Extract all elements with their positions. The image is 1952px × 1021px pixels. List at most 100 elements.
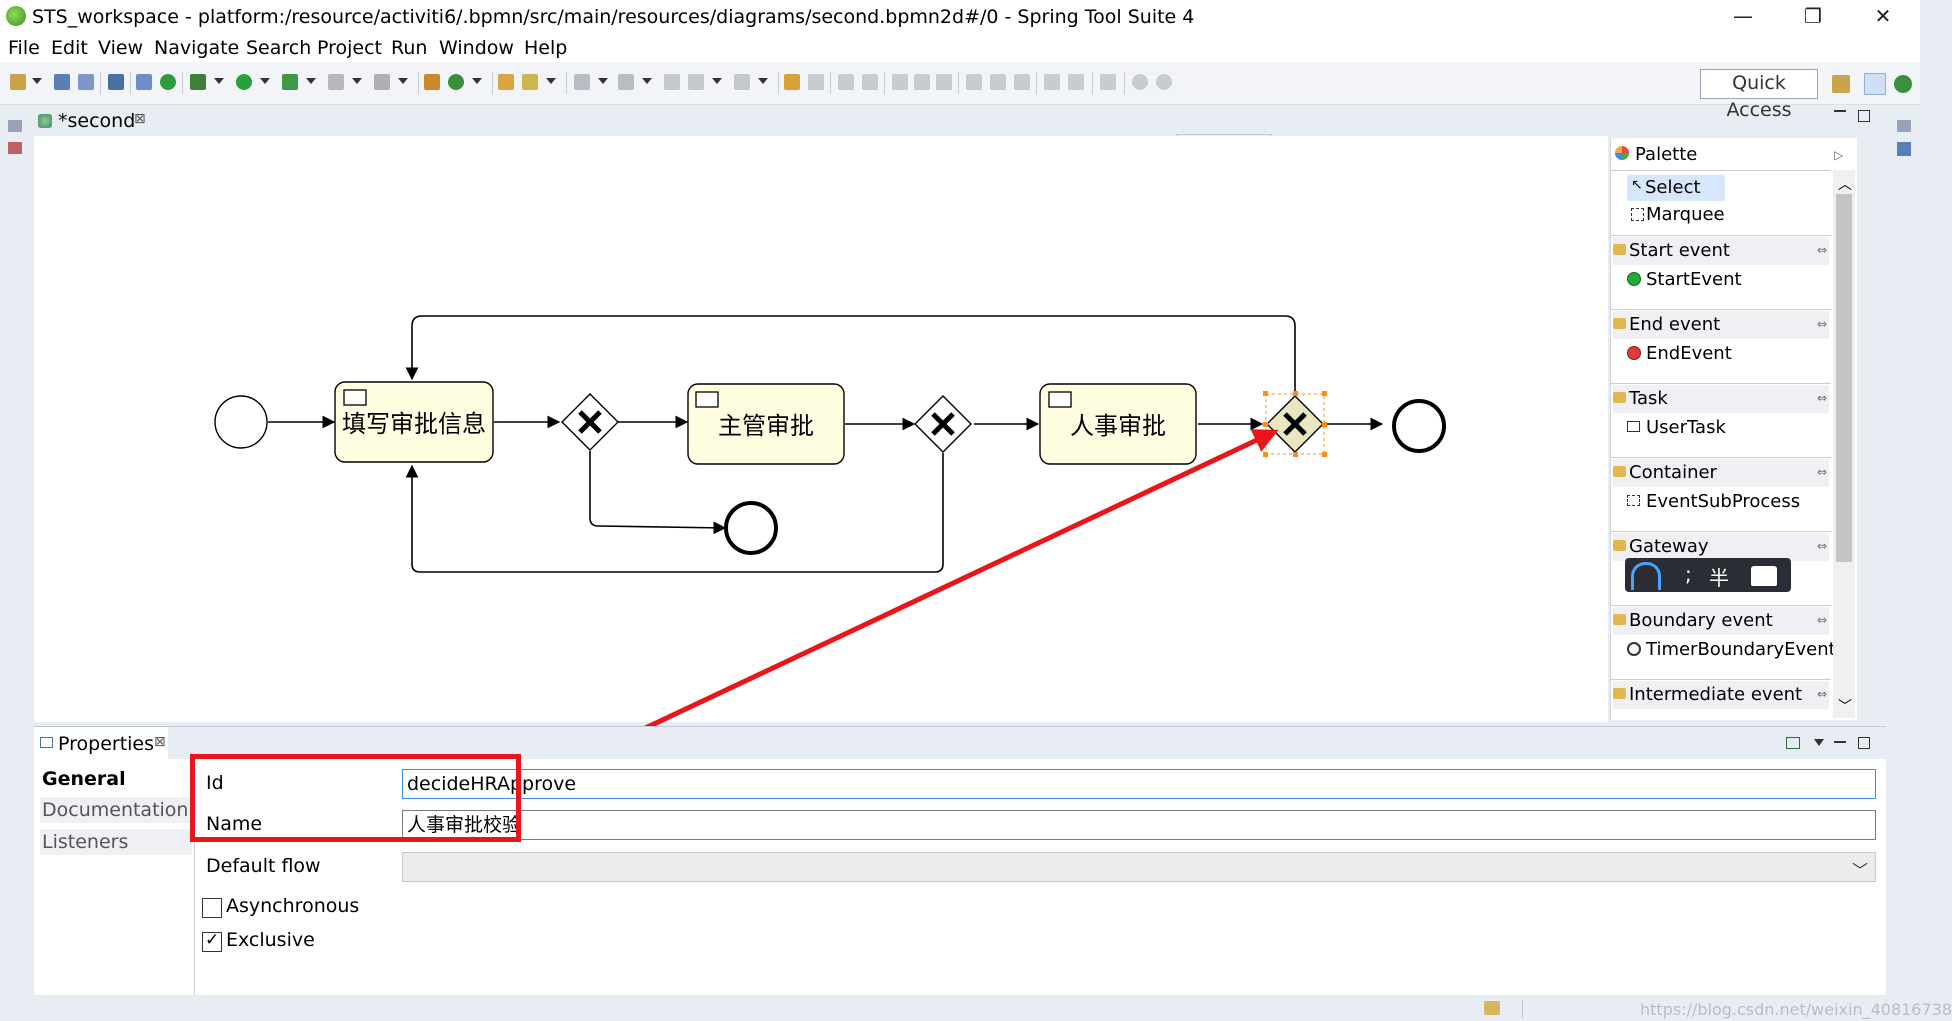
forward-icon[interactable] [734, 74, 750, 90]
flow-gateway3-back-to-fill[interactable] [405, 315, 1296, 394]
properties-maximize-icon[interactable] [1858, 737, 1870, 749]
close-button[interactable]: ✕ [1874, 4, 1892, 28]
pin-icon[interactable]: ⇔ [1817, 317, 1828, 331]
palette-tool-marquee[interactable]: Marquee [1627, 202, 1747, 228]
annotation-prev-icon[interactable] [618, 74, 634, 90]
forward-dropdown-icon[interactable] [758, 78, 768, 84]
ime-skin-icon[interactable] [1751, 566, 1777, 586]
debug-icon[interactable] [190, 74, 206, 90]
sequence-flows[interactable] [268, 315, 1384, 573]
restore-view-icon[interactable] [8, 120, 22, 132]
redo-icon[interactable] [808, 74, 824, 90]
exclusive-gateway-1[interactable] [561, 393, 619, 451]
ime-language-icon[interactable] [1631, 562, 1661, 590]
external-tools-dropdown-icon[interactable] [306, 78, 316, 84]
save-icon[interactable] [54, 74, 70, 90]
diagram-canvas[interactable]: 填写审批信息 主管审批 人事审批 [34, 136, 1608, 743]
properties-tab-close-icon[interactable]: ⊠ [154, 734, 166, 750]
annotation-next-dropdown-icon[interactable] [598, 78, 608, 84]
scroll-up-icon[interactable]: ︿ [1838, 177, 1852, 193]
task-manager-approval[interactable]: 主管审批 [687, 383, 845, 465]
back-dropdown-icon[interactable] [712, 78, 722, 84]
pin-icon[interactable]: ⇔ [1817, 687, 1828, 701]
debug-dropdown-icon[interactable] [214, 78, 224, 84]
exclusive-checkbox[interactable]: ✓ [202, 930, 222, 952]
menu-edit[interactable]: Edit [51, 37, 88, 59]
default-flow-select[interactable] [402, 852, 1876, 882]
quick-access-field[interactable]: Quick Access [1700, 69, 1818, 121]
menu-run[interactable]: Run [391, 37, 428, 59]
outline-view-icon[interactable] [1897, 142, 1911, 156]
asynchronous-checkbox[interactable] [202, 898, 222, 918]
editor-tab-close-icon[interactable]: ⊠ [134, 111, 146, 127]
section-general[interactable]: General [40, 765, 192, 793]
skip-breakpoints-icon[interactable] [136, 74, 152, 90]
stop-dropdown-icon[interactable] [352, 78, 362, 84]
pin-icon[interactable]: ⇔ [1817, 243, 1828, 257]
last-edit-icon[interactable] [664, 74, 680, 90]
pin-icon[interactable]: ⇔ [1817, 539, 1828, 553]
open-task-icon[interactable] [522, 74, 538, 90]
menu-help[interactable]: Help [524, 37, 568, 59]
ime-halfwidth-label[interactable]: 半 [1709, 566, 1729, 590]
paste-icon[interactable] [862, 74, 878, 90]
new-java-package-icon[interactable] [424, 74, 440, 90]
exclusive-gateway-2[interactable] [914, 395, 972, 453]
layout-icon[interactable] [1100, 74, 1116, 90]
external-tools-icon[interactable] [282, 74, 298, 90]
palette-collapse-icon[interactable]: ▷ [1834, 148, 1844, 162]
align-bottom-icon[interactable] [1014, 74, 1030, 90]
id-input[interactable]: decideHRApprove [402, 769, 1876, 799]
open-perspective-icon[interactable] [1832, 75, 1850, 93]
palette-group-container[interactable]: Container ⇔ [1613, 459, 1829, 487]
run-icon[interactable] [236, 74, 252, 90]
menu-search[interactable]: Search [246, 37, 312, 59]
run-dropdown-icon[interactable] [260, 78, 270, 84]
minimize-button[interactable]: — [1733, 4, 1753, 28]
menu-window[interactable]: Window [439, 37, 514, 59]
flow-gateway1-to-end[interactable] [589, 451, 727, 535]
spring-boot-icon[interactable] [160, 74, 176, 90]
end-event-rejected[interactable] [724, 501, 778, 555]
align-top-icon[interactable] [966, 74, 982, 90]
pin-icon[interactable]: ⇔ [1817, 613, 1828, 627]
align-center-icon[interactable] [914, 74, 930, 90]
pin-icon[interactable]: ⇔ [1817, 391, 1828, 405]
new-class-icon[interactable] [448, 74, 464, 90]
flow-gateway2-back-to-fill[interactable] [405, 453, 944, 573]
stop-icon[interactable] [328, 74, 344, 90]
back-icon[interactable] [688, 74, 704, 90]
end-event-approved[interactable] [1392, 399, 1446, 453]
palette-group-task[interactable]: Task ⇔ [1613, 385, 1829, 413]
palette-group-gateway[interactable]: Gateway ⇔ [1613, 533, 1829, 561]
pin-editor-icon[interactable] [1786, 737, 1800, 749]
debug-perspective-icon[interactable] [1894, 75, 1912, 93]
palette-group-start-event[interactable]: Start event ⇔ [1613, 237, 1829, 265]
menu-file[interactable]: File [8, 37, 40, 59]
properties-tab[interactable]: Properties ⊠ [34, 727, 168, 759]
align-middle-icon[interactable] [990, 74, 1006, 90]
ime-toolbar[interactable]: ; 半 [1625, 558, 1791, 592]
relaunch-dropdown-icon[interactable] [398, 78, 408, 84]
task-hr-approval[interactable]: 人事审批 [1039, 383, 1197, 465]
package-explorer-icon[interactable] [8, 142, 22, 154]
palette-group-end-event[interactable]: End event ⇔ [1613, 311, 1829, 339]
new-dropdown-icon[interactable] [32, 78, 42, 84]
java-perspective-icon[interactable] [1864, 73, 1886, 95]
section-listeners[interactable]: Listeners [40, 829, 192, 855]
section-documentation[interactable]: Documentation [40, 797, 192, 823]
annotation-next-icon[interactable] [574, 74, 590, 90]
palette-group-boundary-event[interactable]: Boundary event ⇔ [1613, 607, 1829, 635]
zoom-in-icon[interactable] [1156, 74, 1172, 90]
new-icon[interactable] [10, 74, 26, 90]
new-class-dropdown-icon[interactable] [472, 78, 482, 84]
exclusive-gateway-3-selected[interactable] [1263, 391, 1327, 457]
match-height-icon[interactable] [1068, 74, 1084, 90]
align-left-icon[interactable] [892, 74, 908, 90]
align-right-icon[interactable] [936, 74, 952, 90]
relaunch-icon[interactable] [374, 74, 390, 90]
open-type-icon[interactable] [498, 74, 514, 90]
scroll-down-icon[interactable]: ﹀ [1838, 699, 1852, 715]
menu-project[interactable]: Project [317, 37, 383, 59]
match-width-icon[interactable] [1044, 74, 1060, 90]
